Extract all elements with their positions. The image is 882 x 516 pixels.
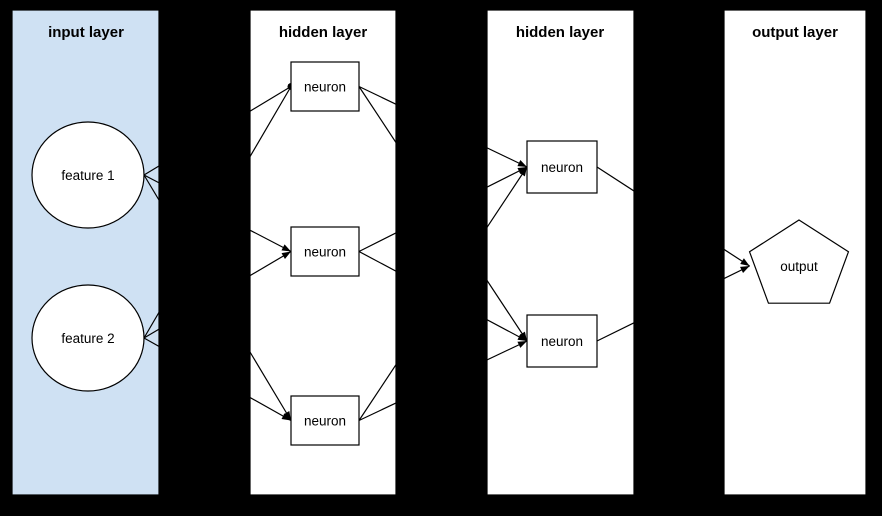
node-hidden-2-neuron-2[interactable]: neuron [526,314,598,368]
edge-arrowhead-e-f1-h1n2 [281,244,291,252]
layer-title-hidden-1: hidden layer [279,24,368,41]
node-shape-hidden-1-neuron-3 [290,395,360,446]
layer-title-hidden-2: hidden layer [516,24,605,41]
node-hidden-1-neuron-3[interactable]: neuron [290,395,360,446]
layer-panel-hidden-2 [486,9,635,496]
node-label-feature-1: feature 1 [61,168,114,183]
edge-arrowhead-e-f2-h1n3 [281,413,291,421]
node-label-output-node: output [780,259,818,274]
edge-arrowhead-e-h1n1-h2n2 [519,331,527,341]
layer-panel-input [11,9,160,496]
node-label-feature-2: feature 2 [61,331,114,346]
layer-nodes: feature 1 feature 2 neuron neuron neuron neur… [31,61,850,446]
node-shape-hidden-2-neuron-1 [526,140,598,194]
edge-arrowhead-e-h2n1-out [740,258,750,266]
node-shape-hidden-2-neuron-2 [526,314,598,368]
node-output-node[interactable]: output [748,219,850,304]
edge-arrowhead-e-f2-h1n2 [281,251,291,259]
node-feature-1[interactable]: feature 1 [31,121,145,229]
layer-panels [11,9,867,496]
node-hidden-2-neuron-1[interactable]: neuron [526,140,598,194]
node-feature-2[interactable]: feature 2 [31,284,145,392]
node-label-hidden-2-neuron-1: neuron [541,160,583,175]
layer-title-input: input layer [48,24,124,41]
edge-arrowhead-e-f1-h1n3 [283,411,291,421]
node-label-hidden-1-neuron-1: neuron [304,80,346,95]
node-label-hidden-1-neuron-3: neuron [304,414,346,429]
node-hidden-1-neuron-1[interactable]: neuron [290,61,360,112]
layer-title-output: output layer [752,24,838,41]
edge-arrowhead-e-h1n3-h2n2 [517,341,527,348]
edge-arrowhead-e-h1n1-h2n1 [517,160,527,167]
node-shape-feature-2 [31,284,145,392]
edge-arrowhead-e-h1n2-h2n2 [517,333,527,341]
edge-arrowhead-e-h2n2-out [740,266,750,274]
edge-arrowhead-e-h1n3-h2n1 [519,167,527,177]
node-label-hidden-2-neuron-2: neuron [541,334,583,349]
node-shape-feature-1 [31,121,145,229]
node-label-hidden-1-neuron-2: neuron [304,245,346,260]
node-hidden-1-neuron-2[interactable]: neuron [290,226,360,277]
edge-connections [143,83,750,422]
node-shape-hidden-1-neuron-2 [290,226,360,277]
layer-titles: input layer hidden layer hidden layer outpu… [48,24,838,41]
node-shape-hidden-1-neuron-1 [290,61,360,112]
node-shape-output-node [748,219,850,304]
